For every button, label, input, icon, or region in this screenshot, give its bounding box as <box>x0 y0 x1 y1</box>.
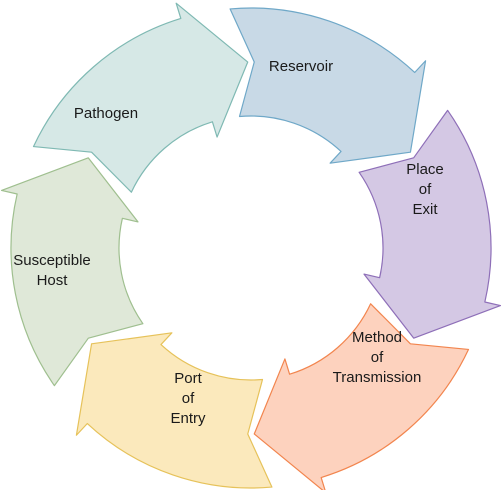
pathogen-label-line: Pathogen <box>74 105 138 122</box>
pathogen-arrow <box>32 2 249 193</box>
place-of-exit-label-line: of <box>419 181 432 198</box>
susceptible-host-label-line: Host <box>37 272 69 289</box>
method-of-transmission-label-line: of <box>371 349 384 366</box>
reservoir-arrow <box>229 7 427 164</box>
reservoir-label: Reservoir <box>269 58 333 75</box>
place-of-exit-label-line: Exit <box>412 201 438 218</box>
port-of-entry-label-line: of <box>182 390 195 407</box>
method-of-transmission-arrow <box>253 303 470 490</box>
reservoir-label-line: Reservoir <box>269 58 333 75</box>
place-of-exit-label-line: Place <box>406 161 444 178</box>
pathogen-label: Pathogen <box>74 105 138 122</box>
port-of-entry-arrow <box>75 332 273 489</box>
susceptible-host-arrow <box>0 157 144 387</box>
susceptible-host-label-line: Susceptible <box>13 252 91 269</box>
method-of-transmission-label-line: Transmission <box>333 369 422 386</box>
place-of-exit-arrow <box>358 109 502 339</box>
port-of-entry-label-line: Entry <box>170 410 206 427</box>
port-of-entry-label-line: Port <box>174 370 202 387</box>
method-of-transmission-label-line: Method <box>352 329 402 346</box>
